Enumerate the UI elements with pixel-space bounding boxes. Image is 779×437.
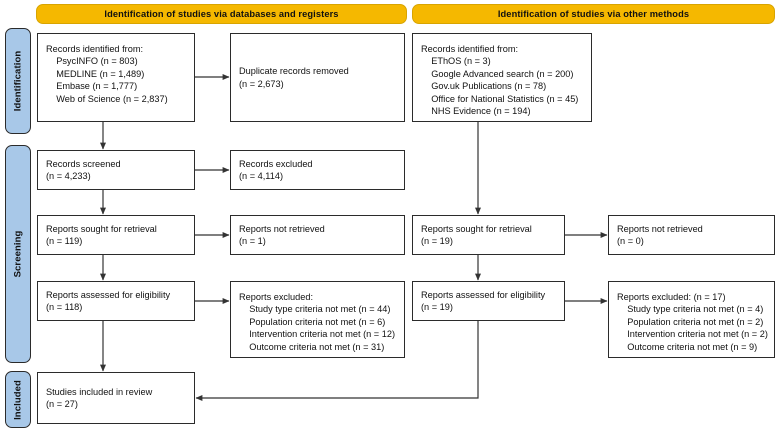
- box-records-identified-databases: Records identified from: PsycINFO (n = 8…: [37, 33, 195, 122]
- box-text-reports-sought-databases: Reports sought for retrieval (n = 119): [46, 223, 157, 246]
- stage-label-screening: Screening: [12, 230, 24, 278]
- box-reports-sought-databases: Reports sought for retrieval (n = 119): [37, 215, 195, 255]
- box-reports-sought-other: Reports sought for retrieval (n = 19): [412, 215, 565, 255]
- box-reports-excluded-databases: Reports excluded: Study type criteria no…: [230, 281, 405, 358]
- box-duplicate-records-removed: Duplicate records removed (n = 2,673): [230, 33, 405, 122]
- box-text-studies-included: Studies included in review (n = 27): [46, 386, 153, 409]
- stage-bar-screening: Screening: [5, 145, 31, 363]
- header-bar-other-methods: Identification of studies via other meth…: [412, 4, 775, 24]
- box-text-reports-not-retrieved-other: Reports not retrieved (n = 0): [617, 223, 703, 246]
- box-text-records-excluded: Records excluded (n = 4,114): [239, 158, 313, 181]
- box-records-excluded: Records excluded (n = 4,114): [230, 150, 405, 190]
- box-reports-excluded-other: Reports excluded: (n = 17) Study type cr…: [608, 281, 775, 358]
- box-text-reports-sought-other: Reports sought for retrieval (n = 19): [421, 223, 532, 246]
- box-text-reports-assessed-other: Reports assessed for eligibility (n = 19…: [421, 289, 546, 312]
- header-label-databases: Identification of studies via databases …: [104, 9, 339, 19]
- box-records-identified-other: Records identified from: EThOS (n = 3) G…: [412, 33, 592, 122]
- header-bar-databases: Identification of studies via databases …: [36, 4, 407, 24]
- box-studies-included: Studies included in review (n = 27): [37, 372, 195, 424]
- header-label-other-methods: Identification of studies via other meth…: [497, 9, 690, 19]
- box-text-reports-not-retrieved-databases: Reports not retrieved (n = 1): [239, 223, 325, 246]
- box-records-screened: Records screened (n = 4,233): [37, 150, 195, 190]
- box-text-duplicate-records-removed: Duplicate records removed (n = 2,673): [239, 66, 349, 89]
- box-text-records-identified-databases: Records identified from: PsycINFO (n = 8…: [46, 44, 168, 104]
- stage-label-identification: Identification: [12, 50, 24, 112]
- stage-bar-identification: Identification: [5, 28, 31, 134]
- box-reports-not-retrieved-databases: Reports not retrieved (n = 1): [230, 215, 405, 255]
- box-text-records-screened: Records screened (n = 4,233): [46, 158, 121, 181]
- box-reports-assessed-databases: Reports assessed for eligibility (n = 11…: [37, 281, 195, 321]
- box-text-reports-excluded-databases: Reports excluded: Study type criteria no…: [239, 292, 396, 352]
- box-text-reports-excluded-other: Reports excluded: (n = 17) Study type cr…: [617, 292, 768, 352]
- box-reports-assessed-other: Reports assessed for eligibility (n = 19…: [412, 281, 565, 321]
- box-text-reports-assessed-databases: Reports assessed for eligibility (n = 11…: [46, 289, 171, 312]
- box-text-records-identified-other: Records identified from: EThOS (n = 3) G…: [421, 44, 579, 117]
- box-reports-not-retrieved-other: Reports not retrieved (n = 0): [608, 215, 775, 255]
- stage-bar-included: Included: [5, 371, 31, 428]
- stage-label-included: Included: [12, 379, 24, 420]
